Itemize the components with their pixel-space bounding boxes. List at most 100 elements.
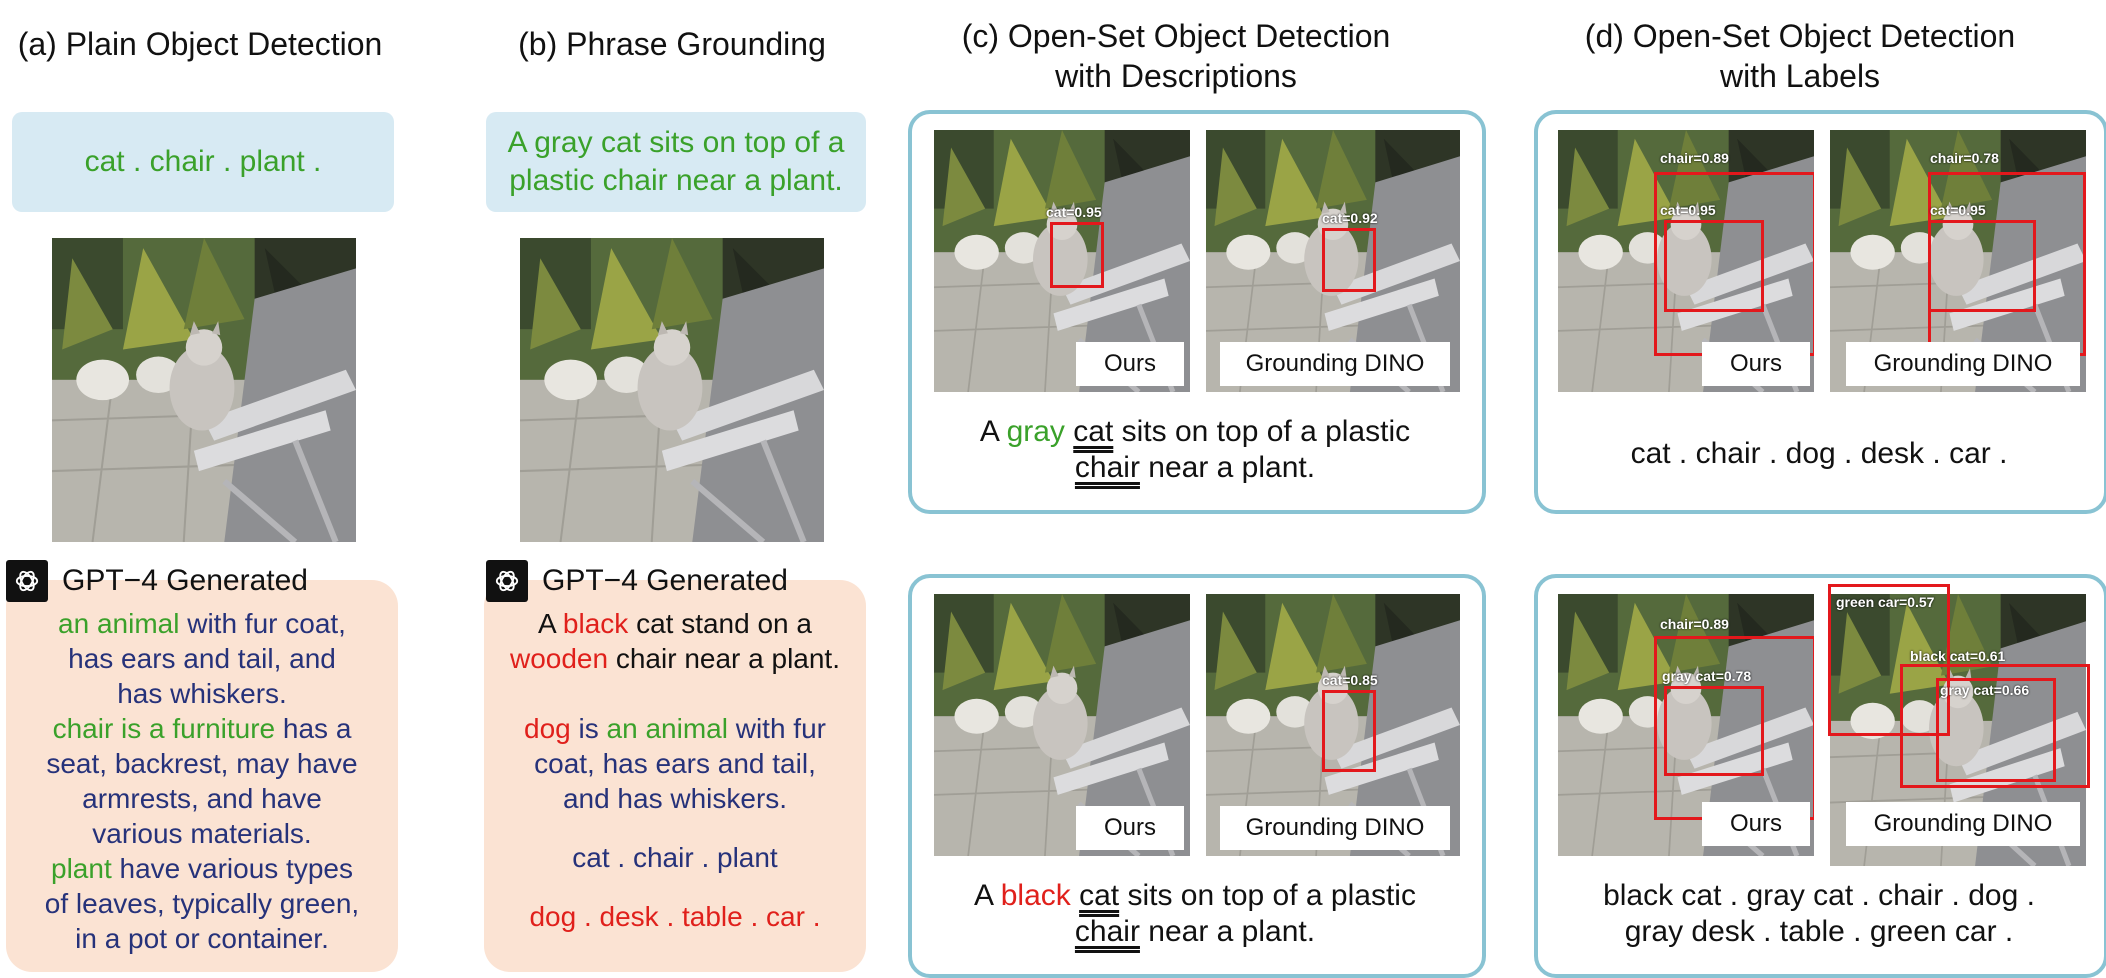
cap-a: A bbox=[974, 879, 1001, 912]
gen-a-p2-green: chair is a furniture bbox=[52, 713, 276, 744]
cap-color: gray bbox=[1006, 415, 1065, 448]
method-tag-grounding-dino: Grounding DINO bbox=[1846, 802, 2080, 846]
detection-label: chair=0.89 bbox=[1660, 616, 1729, 632]
detection-box-green-car bbox=[1828, 584, 1950, 736]
detection-label: cat=0.85 bbox=[1322, 672, 1378, 688]
method-tag-grounding-dino: Grounding DINO bbox=[1846, 342, 2080, 386]
detection-box bbox=[1322, 690, 1376, 772]
method-tag-ours: Ours bbox=[1076, 342, 1184, 386]
gen-a-p3-l2: of leaves, typically green, bbox=[44, 888, 360, 919]
gen-b-l3-red: dog bbox=[524, 713, 571, 744]
openai-logo-icon bbox=[486, 560, 528, 602]
detection-box bbox=[1050, 222, 1104, 288]
generated-text-a: an animal with fur coat, has ears and ta… bbox=[6, 606, 398, 956]
column-a-title: (a) Plain Object Detection bbox=[17, 26, 383, 62]
gen-b-l2-b: chair near a plant. bbox=[608, 643, 840, 674]
cap-c: sits on top of a plastic bbox=[1113, 415, 1411, 448]
detection-box-black-cat bbox=[1900, 664, 2090, 788]
caption-d-bottom-l1: black cat . gray cat . chair . dog . bbox=[1603, 879, 2035, 912]
cap-color: black bbox=[1000, 879, 1071, 912]
detection-label: black cat=0.61 bbox=[1910, 648, 2006, 664]
cap-b bbox=[1065, 415, 1073, 448]
cap-b bbox=[1071, 879, 1079, 912]
gen-a-p1-l2: has ears and tail, and bbox=[68, 643, 336, 674]
caption-d-top: cat . chair . dog . desk . car . bbox=[1630, 437, 2008, 470]
query-box-b: A gray cat sits on top of a plastic chai… bbox=[486, 112, 866, 212]
query-text-b-l2: plastic chair near a plant. bbox=[509, 164, 843, 197]
caption-d-bottom-l2: gray desk . table . green car . bbox=[1624, 915, 2014, 948]
detection-box-cat bbox=[1664, 686, 1764, 776]
column-c-title-l2: with Descriptions bbox=[1055, 58, 1297, 94]
column-d-title: (d) Open-Set Object Detection with Label… bbox=[1500, 16, 2100, 96]
result-image-d-top-ours: chair=0.89 cat=0.95 Ours bbox=[1558, 130, 1814, 392]
gpt-header-b: GPT−4 Generated bbox=[486, 560, 788, 602]
detection-box-cat bbox=[1928, 220, 2036, 312]
gen-a-p3-green: plant bbox=[51, 853, 112, 884]
cap-d: near a plant. bbox=[1139, 451, 1316, 484]
gen-b-l1-red: black bbox=[562, 608, 629, 639]
gen-b-l1-a: A bbox=[538, 608, 563, 639]
detection-label: chair=0.78 bbox=[1930, 150, 1999, 166]
gen-a-p1-l3: has whiskers. bbox=[117, 678, 287, 709]
gen-a-p3-l3: in a pot or container. bbox=[75, 923, 329, 954]
cap-d: near a plant. bbox=[1139, 915, 1316, 948]
gen-b-l7: dog . desk . table . car . bbox=[529, 901, 821, 932]
gen-b-l1-b: cat stand on a bbox=[628, 608, 812, 639]
gpt-label-a: GPT−4 Generated bbox=[62, 564, 308, 597]
gen-a-p1-rest: with fur coat, bbox=[179, 608, 346, 639]
method-tag-grounding-dino: Grounding DINO bbox=[1220, 806, 1450, 850]
gen-b-l3-green: an animal bbox=[606, 713, 728, 744]
detection-label: cat=0.95 bbox=[1046, 204, 1102, 220]
detection-label: gray cat=0.66 bbox=[1940, 682, 2030, 698]
gen-b-l4: coat, has ears and tail, bbox=[534, 748, 816, 779]
gpt-header-a: GPT−4 Generated bbox=[6, 560, 308, 602]
gen-a-p2-l4: various materials. bbox=[92, 818, 312, 849]
cap-underlined-cat: cat bbox=[1079, 879, 1120, 912]
column-b-title: (b) Phrase Grounding bbox=[518, 26, 826, 62]
detection-label: green car=0.57 bbox=[1836, 594, 1935, 610]
gen-b-l2-red: wooden bbox=[509, 643, 609, 674]
openai-logo-icon bbox=[6, 560, 48, 602]
result-image-d-bot-dino: green car=0.57 black cat=0.61 gray cat=0… bbox=[1828, 584, 2090, 856]
gen-a-p3-rest: have various types bbox=[111, 853, 353, 884]
gen-b-l6: cat . chair . plant bbox=[572, 842, 778, 873]
gpt-label-b: GPT−4 Generated bbox=[542, 564, 788, 597]
query-text-b-l1: A gray cat sits on top of a bbox=[507, 126, 845, 159]
detection-label: cat=0.95 bbox=[1660, 202, 1716, 218]
column-c-title: (c) Open-Set Object Detection with Descr… bbox=[876, 16, 1476, 96]
gen-b-l3-c: with fur bbox=[727, 713, 826, 744]
method-tag-ours: Ours bbox=[1702, 342, 1810, 386]
detection-label: cat=0.92 bbox=[1322, 210, 1378, 226]
method-tag-ours: Ours bbox=[1076, 806, 1184, 850]
gen-a-p2-l3: armrests, and have bbox=[82, 783, 322, 814]
input-image-a bbox=[52, 238, 356, 542]
detection-box-gray-cat bbox=[1936, 678, 2056, 782]
result-image-c-bot-ours: Ours bbox=[934, 594, 1190, 856]
method-tag-ours: Ours bbox=[1702, 802, 1810, 846]
gen-a-p2-rest: has a bbox=[275, 713, 352, 744]
result-image-c-bot-dino: cat=0.85 Grounding DINO bbox=[1206, 594, 1460, 856]
input-image-b bbox=[520, 238, 824, 542]
gen-b-l5: and has whiskers. bbox=[562, 783, 788, 814]
result-image-d-bot-ours: chair=0.89 gray cat=0.78 Ours bbox=[1558, 594, 1814, 856]
cap-c: sits on top of a plastic bbox=[1119, 879, 1416, 912]
query-text-a: cat . chair . plant . bbox=[84, 145, 322, 178]
gen-a-p2-l2: seat, backrest, may have bbox=[46, 748, 358, 779]
generated-text-b: A black cat stand on a wooden chair near… bbox=[484, 606, 866, 934]
detection-label: cat=0.95 bbox=[1930, 202, 1986, 218]
result-image-c-top-dino: cat=0.92 Grounding DINO bbox=[1206, 130, 1460, 392]
column-d-title-l2: with Labels bbox=[1719, 58, 1881, 94]
cap-a: A bbox=[979, 415, 1007, 448]
gen-b-l3-b: is bbox=[570, 713, 607, 744]
column-c-title-l1: (c) Open-Set Object Detection bbox=[961, 18, 1391, 54]
caption-d-bottom: black cat . gray cat . chair . dog . gra… bbox=[1538, 878, 2100, 950]
result-image-c-top-ours: cat=0.95 Ours bbox=[934, 130, 1190, 392]
cap-underlined-cat: cat bbox=[1073, 415, 1114, 448]
detection-box-cat bbox=[1664, 220, 1764, 312]
gen-a-p1-green: an animal bbox=[58, 608, 180, 639]
method-tag-grounding-dino: Grounding DINO bbox=[1220, 342, 1450, 386]
result-image-d-top-dino: chair=0.78 cat=0.95 Grounding DINO bbox=[1830, 130, 2086, 392]
detection-box bbox=[1322, 228, 1376, 292]
query-box-a: cat . chair . plant . bbox=[12, 112, 394, 212]
detection-label: gray cat=0.78 bbox=[1662, 668, 1752, 684]
